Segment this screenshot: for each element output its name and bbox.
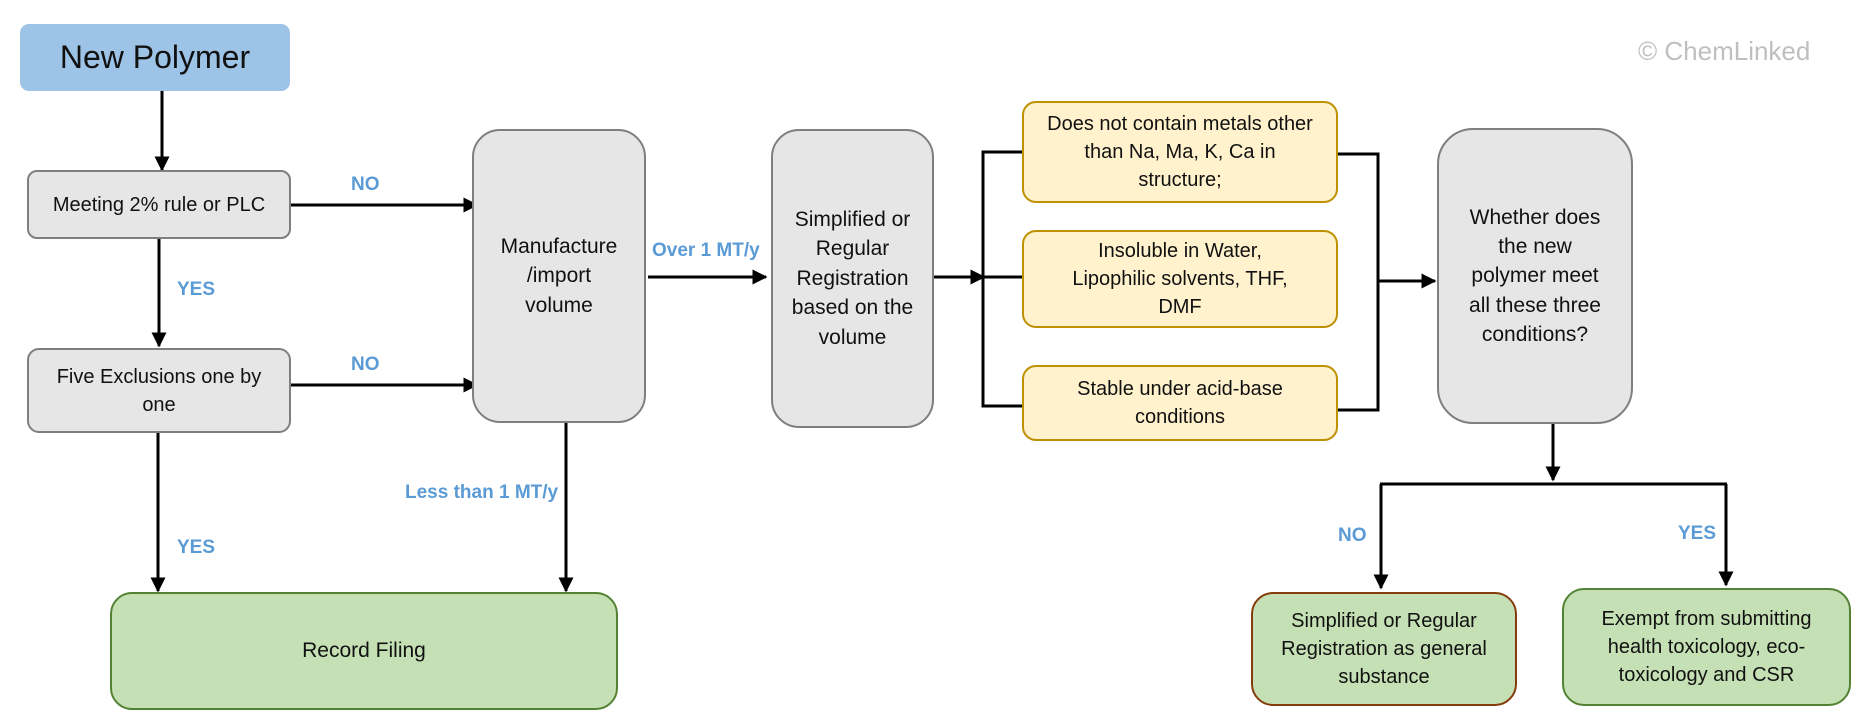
label-no-exclusions: NO (351, 354, 380, 375)
label-no-rule: NO (351, 174, 380, 195)
node-exempt: Exempt from submitting health toxicology… (1562, 588, 1851, 706)
node-simplified-registration: Simplified or Regular Registration based… (771, 129, 934, 428)
node-whether-meet: Whether does the new polymer meet all th… (1437, 128, 1633, 424)
right-bracket (1337, 152, 1380, 412)
node-manufacture-volume: Manufacture /import volume (472, 129, 646, 423)
label-yes-exclusions: YES (177, 537, 216, 558)
node-record-filing: Record Filing (110, 592, 618, 710)
label-over-1mt: Over 1 MT/y (652, 240, 760, 261)
label-yes-rule: YES (177, 279, 216, 300)
left-bracket (981, 150, 1023, 408)
node-general-substance: Simplified or Regular Registration as ge… (1251, 592, 1517, 706)
node-condition-metals: Does not contain metals other than Na, M… (1022, 101, 1338, 203)
node-new-polymer: New Polymer (20, 24, 290, 91)
label-no-final: NO (1338, 525, 1367, 546)
node-five-exclusions: Five Exclusions one by one (27, 348, 291, 433)
node-condition-insoluble: Insoluble in Water, Lipophilic solvents,… (1022, 230, 1338, 328)
node-condition-stable: Stable under acid-base conditions (1022, 365, 1338, 441)
label-yes-final: YES (1678, 523, 1717, 544)
label-less-1mt: Less than 1 MT/y (405, 482, 559, 503)
node-meeting-rule: Meeting 2% rule or PLC (27, 170, 291, 239)
watermark: © ChemLinked (1638, 36, 1811, 66)
